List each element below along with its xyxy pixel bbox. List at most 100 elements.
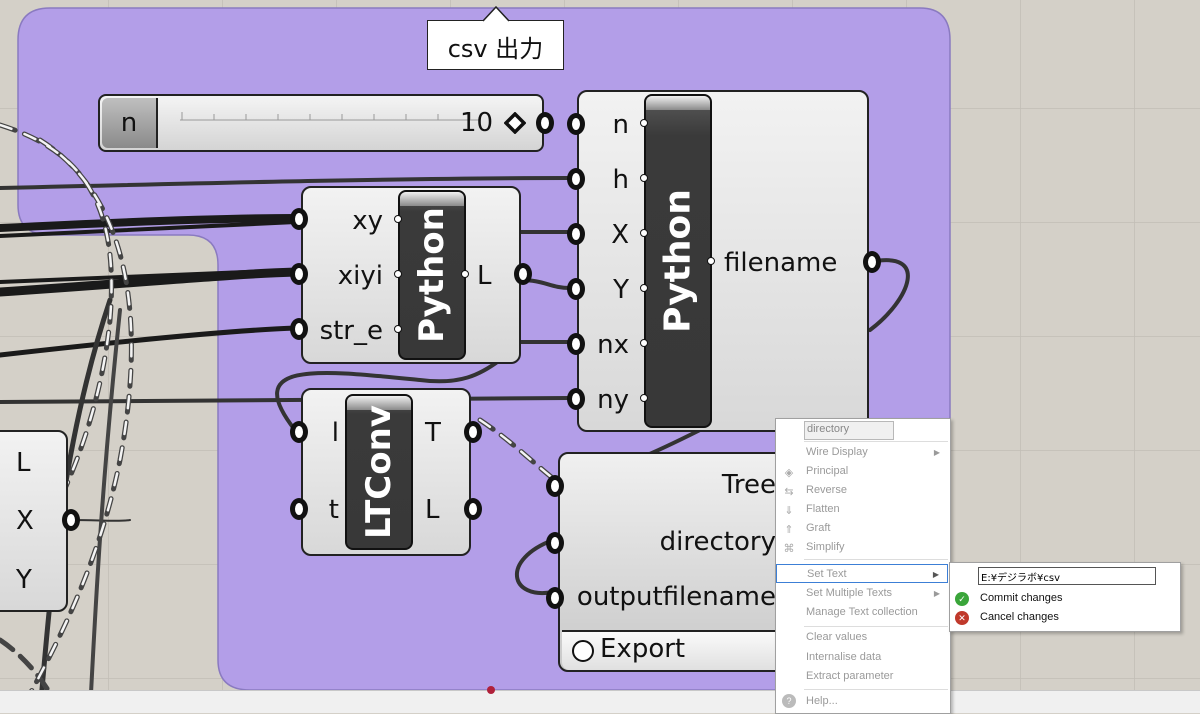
menu-item-flatten[interactable]: ⇓ Flatten <box>776 500 948 519</box>
python-main-pin-nx[interactable] <box>640 339 648 347</box>
menu-item-internalise-data[interactable]: Internalise data <box>776 648 948 667</box>
menu-item-reverse[interactable]: ⇆ Reverse <box>776 481 948 500</box>
menu-item-simplify[interactable]: ⌘ Simplify <box>776 538 948 557</box>
slider-name: n <box>120 108 138 138</box>
ltconv-output-t: T <box>425 418 441 448</box>
python-main-input-ny: ny <box>597 385 629 415</box>
python-main-pin-x[interactable] <box>640 229 648 237</box>
python-small-grip-str-e[interactable] <box>290 318 308 340</box>
python-small-core[interactable]: Python <box>398 190 466 360</box>
export-button[interactable]: Export <box>562 630 806 670</box>
python-small-pin-xy[interactable] <box>394 215 402 223</box>
python-main-pin-ny[interactable] <box>640 394 648 402</box>
python-main-grip-n[interactable] <box>567 113 585 135</box>
slider-name-tag: n <box>102 98 158 148</box>
python-main-component[interactable]: n h X Y nx ny filename <box>577 90 869 432</box>
simplify-icon: ⌘ <box>783 543 795 555</box>
menu-item-principal[interactable]: ◈ Principal <box>776 462 948 481</box>
parameter-name-value: directory <box>807 423 850 435</box>
ltconv-core[interactable]: LTConv <box>345 394 413 550</box>
group-title-pointer <box>483 6 509 22</box>
python-main-grip-nx[interactable] <box>567 333 585 355</box>
export-toggle-icon <box>572 640 594 662</box>
python-small-input-xiyi: xiyi <box>337 261 383 291</box>
python-small-grip-l[interactable] <box>514 263 532 285</box>
python-main-core[interactable]: Python <box>644 94 712 428</box>
python-main-input-x: X <box>611 220 629 250</box>
context-menu: directory Wire Display ▶ ◈ Principal ⇆ R… <box>775 418 951 714</box>
menu-item-set-multiple-texts[interactable]: Set Multiple Texts ▶ <box>776 584 948 603</box>
menu-item-label: Manage Text collection <box>806 606 918 618</box>
slider-output-grip[interactable] <box>536 112 554 134</box>
menu-item-label: Internalise data <box>806 651 882 663</box>
export-grip-outputfilename[interactable] <box>546 587 564 609</box>
cancel-changes-item[interactable]: ✕ Cancel changes <box>950 609 1178 628</box>
menu-separator <box>804 559 948 560</box>
python-main-output-filename: filename <box>724 248 838 278</box>
flatten-icon: ⇓ <box>784 505 794 517</box>
left-output-y: Y <box>16 565 32 595</box>
python-main-input-y: Y <box>613 275 629 305</box>
ltconv-grip-l[interactable] <box>290 421 308 443</box>
export-grip-directory[interactable] <box>546 532 564 554</box>
graft-icon: ⇑ <box>784 524 794 536</box>
commit-changes-item[interactable]: ✓ Commit changes <box>950 590 1178 609</box>
python-main-input-nx: nx <box>597 330 629 360</box>
python-small-grip-xy[interactable] <box>290 208 308 230</box>
python-main-pin-h[interactable] <box>640 174 648 182</box>
python-small-pin-l[interactable] <box>461 270 469 278</box>
python-main-input-n: n <box>612 110 629 140</box>
python-small-input-xy: xy <box>352 206 383 236</box>
menu-item-clear-values[interactable]: Clear values <box>776 628 948 647</box>
python-small-core-cap <box>400 192 464 206</box>
cancel-icon: ✕ <box>955 611 969 625</box>
python-main-grip-x[interactable] <box>567 223 585 245</box>
python-main-pin-y[interactable] <box>640 284 648 292</box>
group-title-box[interactable]: csv 出力 <box>427 6 564 70</box>
slider-track[interactable] <box>180 108 480 132</box>
left-component[interactable]: L X Y <box>0 430 68 612</box>
python-main-pin-n[interactable] <box>640 119 648 127</box>
menu-item-label: Set Text <box>807 568 847 580</box>
menu-item-extract-parameter[interactable]: Extract parameter <box>776 667 948 686</box>
menu-item-manage-text-collection[interactable]: Manage Text collection <box>776 603 948 622</box>
number-slider[interactable]: n 10 <box>98 94 544 152</box>
menu-item-label: Graft <box>806 522 831 534</box>
ltconv-grip-t[interactable] <box>290 498 308 520</box>
ltconv-grip-out-l[interactable] <box>464 498 482 520</box>
menu-item-graft[interactable]: ⇑ Graft <box>776 519 948 538</box>
python-main-grip-y[interactable] <box>567 278 585 300</box>
help-icon: ? <box>782 694 796 708</box>
menu-item-label: Flatten <box>806 503 840 515</box>
export-grip-tree[interactable] <box>546 475 564 497</box>
set-text-input[interactable] <box>978 567 1156 585</box>
left-grip-x[interactable] <box>62 509 80 531</box>
menu-item-label: Extract parameter <box>806 670 894 682</box>
python-small-pin-str-e[interactable] <box>394 325 402 333</box>
submenu-arrow-icon: ▶ <box>932 570 939 579</box>
ltconv-grip-out-t[interactable] <box>464 421 482 443</box>
menu-item-label: Set Multiple Texts <box>806 587 893 599</box>
menu-item-set-text[interactable]: Set Text ▶ <box>776 564 948 583</box>
slider-grip-icon[interactable] <box>504 112 526 134</box>
python-main-grip-ny[interactable] <box>567 388 585 410</box>
menu-item-help[interactable]: ? Help... <box>776 692 948 711</box>
export-component[interactable]: Tree directory outputfilename Export <box>558 452 808 672</box>
python-main-grip-filename[interactable] <box>863 251 881 273</box>
parameter-name-field[interactable]: directory <box>804 421 894 440</box>
export-input-directory: directory <box>659 527 776 557</box>
left-output-l: L <box>16 448 31 478</box>
python-small-pin-xiyi[interactable] <box>394 270 402 278</box>
slider-value: 10 <box>460 108 494 138</box>
python-small-output-l: L <box>477 261 492 291</box>
menu-item-wire-display[interactable]: Wire Display ▶ <box>776 443 948 462</box>
group-title: csv 出力 <box>447 35 544 63</box>
ltconv-input-t: t <box>328 495 339 525</box>
principal-icon: ◈ <box>784 467 794 479</box>
python-main-pin-filename[interactable] <box>707 257 715 265</box>
python-main-grip-h[interactable] <box>567 168 585 190</box>
menu-separator <box>804 626 948 627</box>
python-small-grip-xiyi[interactable] <box>290 263 308 285</box>
menu-separator <box>804 689 948 690</box>
